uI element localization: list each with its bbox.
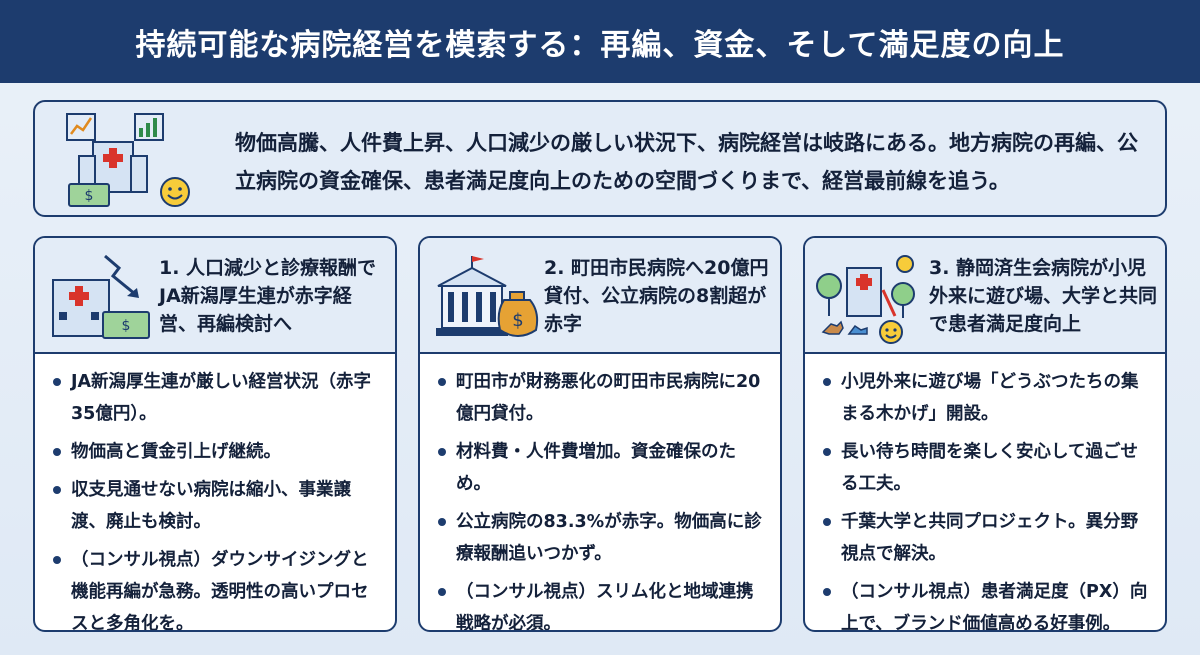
bullet-item: 小児外来に遊び場「どうぶつたちの集まる木かげ」開設。 [823,366,1151,430]
page-title: 持続可能な病院経営を模索する：再編、資金、そして満足度の向上 [135,27,1065,63]
card-header: 3. 静岡済生会病院が小児外来に遊び場、大学と共同で患者満足度向上 [805,238,1165,354]
bullet-item: JA新潟厚生連が厳しい経営状況（赤字35億円）。 [53,366,381,430]
bullet-item: 収支見通せない病院は縮小、事業譲渡、廃止も検討。 [53,474,381,538]
intro-panel: $ 物価高騰、人件費上昇、人口減少の厳しい状況下、病院経営は岐路にある。地方病院… [33,100,1167,217]
card-machida: $ 2. 町田市民病院へ20億円貸付、公立病院の8割超が赤字 町田市が財務悪化の… [418,236,782,632]
card-body: 小児外来に遊び場「どうぶつたちの集まる木かげ」開設。 長い待ち時間を楽しく安心し… [805,356,1165,630]
card-header: $ 2. 町田市民病院へ20億円貸付、公立病院の8割超が赤字 [420,238,780,354]
bullet-item: （コンサル視点）ダウンサイジングと機能再編が急務。透明性の高いプロセスと多角化を… [53,544,381,630]
card-jainigata: $ 1. 人口減少と診療報酬でJA新潟厚生連が赤字経営、再編検討へ JA新潟厚生… [33,236,397,632]
bullet-item: （コンサル視点）スリム化と地域連携戦略が必須。 [438,576,766,630]
bullet-item: 町田市が財務悪化の町田市民病院に20億円貸付。 [438,366,766,430]
header-banner: 持続可能な病院経営を模索する：再編、資金、そして満足度の向上 [0,0,1200,83]
bullet-item: 物価高と賃金引上げ継続。 [53,436,381,468]
card-shizuoka: 3. 静岡済生会病院が小児外来に遊び場、大学と共同で患者満足度向上 小児外来に遊… [803,236,1167,632]
bullet-item: 公立病院の83.3%が赤字。物価高に診療報酬追いつかず。 [438,506,766,570]
card-title: 2. 町田市民病院へ20億円貸付、公立病院の8割超が赤字 [544,257,769,335]
city-hall-money-icon: $ [436,256,539,337]
card-body: JA新潟厚生連が厳しい経営状況（赤字35億円）。 物価高と賃金引上げ継続。 収支… [35,356,395,630]
svg-text:$: $ [85,188,94,204]
svg-text:$: $ [512,310,523,331]
card-title: 1. 人口減少と診療報酬でJA新潟厚生連が赤字経営、再編検討へ [159,257,377,335]
bullet-item: 材料費・人件費増加。資金確保のため。 [438,436,766,500]
intro-text: 物価高騰、人件費上昇、人口減少の厳しい状況下、病院経営は岐路にある。地方病院の再… [235,131,1138,193]
hospital-decline-icon: $ [52,254,150,339]
card-header: $ 1. 人口減少と診療報酬でJA新潟厚生連が赤字経営、再編検討へ [35,238,395,354]
hospital-playground-icon [816,255,915,344]
hospital-finance-icon: $ [66,113,190,207]
bullet-item: 長い待ち時間を楽しく安心して過ごせる工夫。 [823,436,1151,500]
svg-text:$: $ [122,318,131,334]
bullet-item: 千葉大学と共同プロジェクト。異分野視点で解決。 [823,506,1151,570]
bullet-item: （コンサル視点）患者満足度（PX）向上で、ブランド価値高める好事例。 [823,576,1151,630]
card-body: 町田市が財務悪化の町田市民病院に20億円貸付。 材料費・人件費増加。資金確保のた… [420,356,780,630]
card-title: 3. 静岡済生会病院が小児外来に遊び場、大学と共同で患者満足度向上 [929,257,1158,335]
